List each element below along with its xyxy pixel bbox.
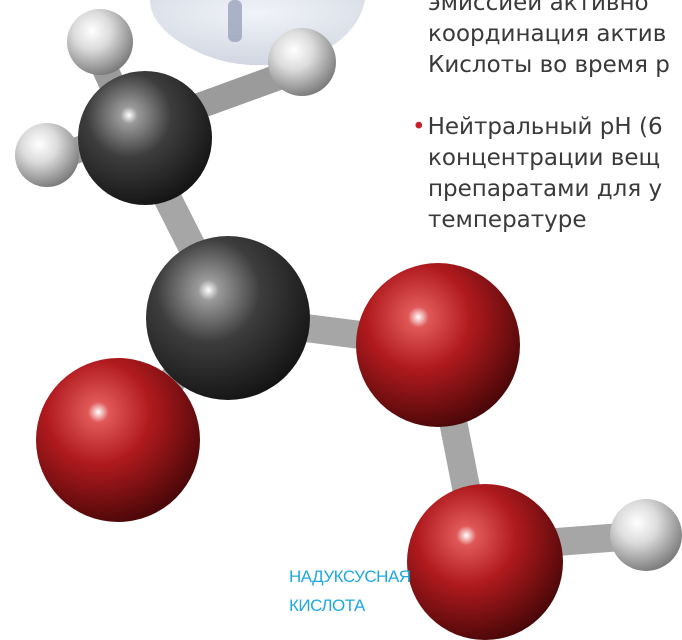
hydrogen-atom-right xyxy=(268,28,336,96)
paragraph-1-line-3: Кислоты во время р xyxy=(428,52,670,78)
paragraph-2-line-1: Нейтральный pH (6 xyxy=(427,114,663,140)
molecule-caption-line-2: КИСЛОТА xyxy=(289,596,365,615)
paragraph-2-line-4: температуре xyxy=(428,207,587,233)
bullet-marker: • xyxy=(412,114,426,140)
hydrogen-atom-left xyxy=(15,123,79,187)
oxygen-atom-carbonyl xyxy=(36,358,200,522)
paragraph-2-line-1-row: •Нейтральный pH (6 xyxy=(412,112,663,143)
hydrogen-atom-top xyxy=(67,9,133,75)
hydrogen-atom-peroxide xyxy=(610,499,682,571)
paragraph-1: эмиссией активно координация актив Кисло… xyxy=(428,0,670,81)
oxygen-atom-ester xyxy=(356,263,520,427)
flask-inner-stripe xyxy=(228,0,242,42)
paragraph-1-line-1: эмиссией активно xyxy=(428,0,649,16)
molecule-caption-line-1: НАДУКСУСНАЯ xyxy=(289,567,411,586)
oxygen-atom-hydroxyl xyxy=(407,484,563,640)
carbon-atom-carbonyl xyxy=(146,236,310,400)
paragraph-2: •Нейтральный pH (6 концентрации вещ преп… xyxy=(412,112,663,236)
paragraph-1-line-2: координация актив xyxy=(428,21,667,47)
paragraph-2-line-3: препаратами для у xyxy=(428,176,663,202)
carbon-atom-methyl xyxy=(78,71,212,205)
paragraph-2-line-2: концентрации вещ xyxy=(428,145,661,171)
